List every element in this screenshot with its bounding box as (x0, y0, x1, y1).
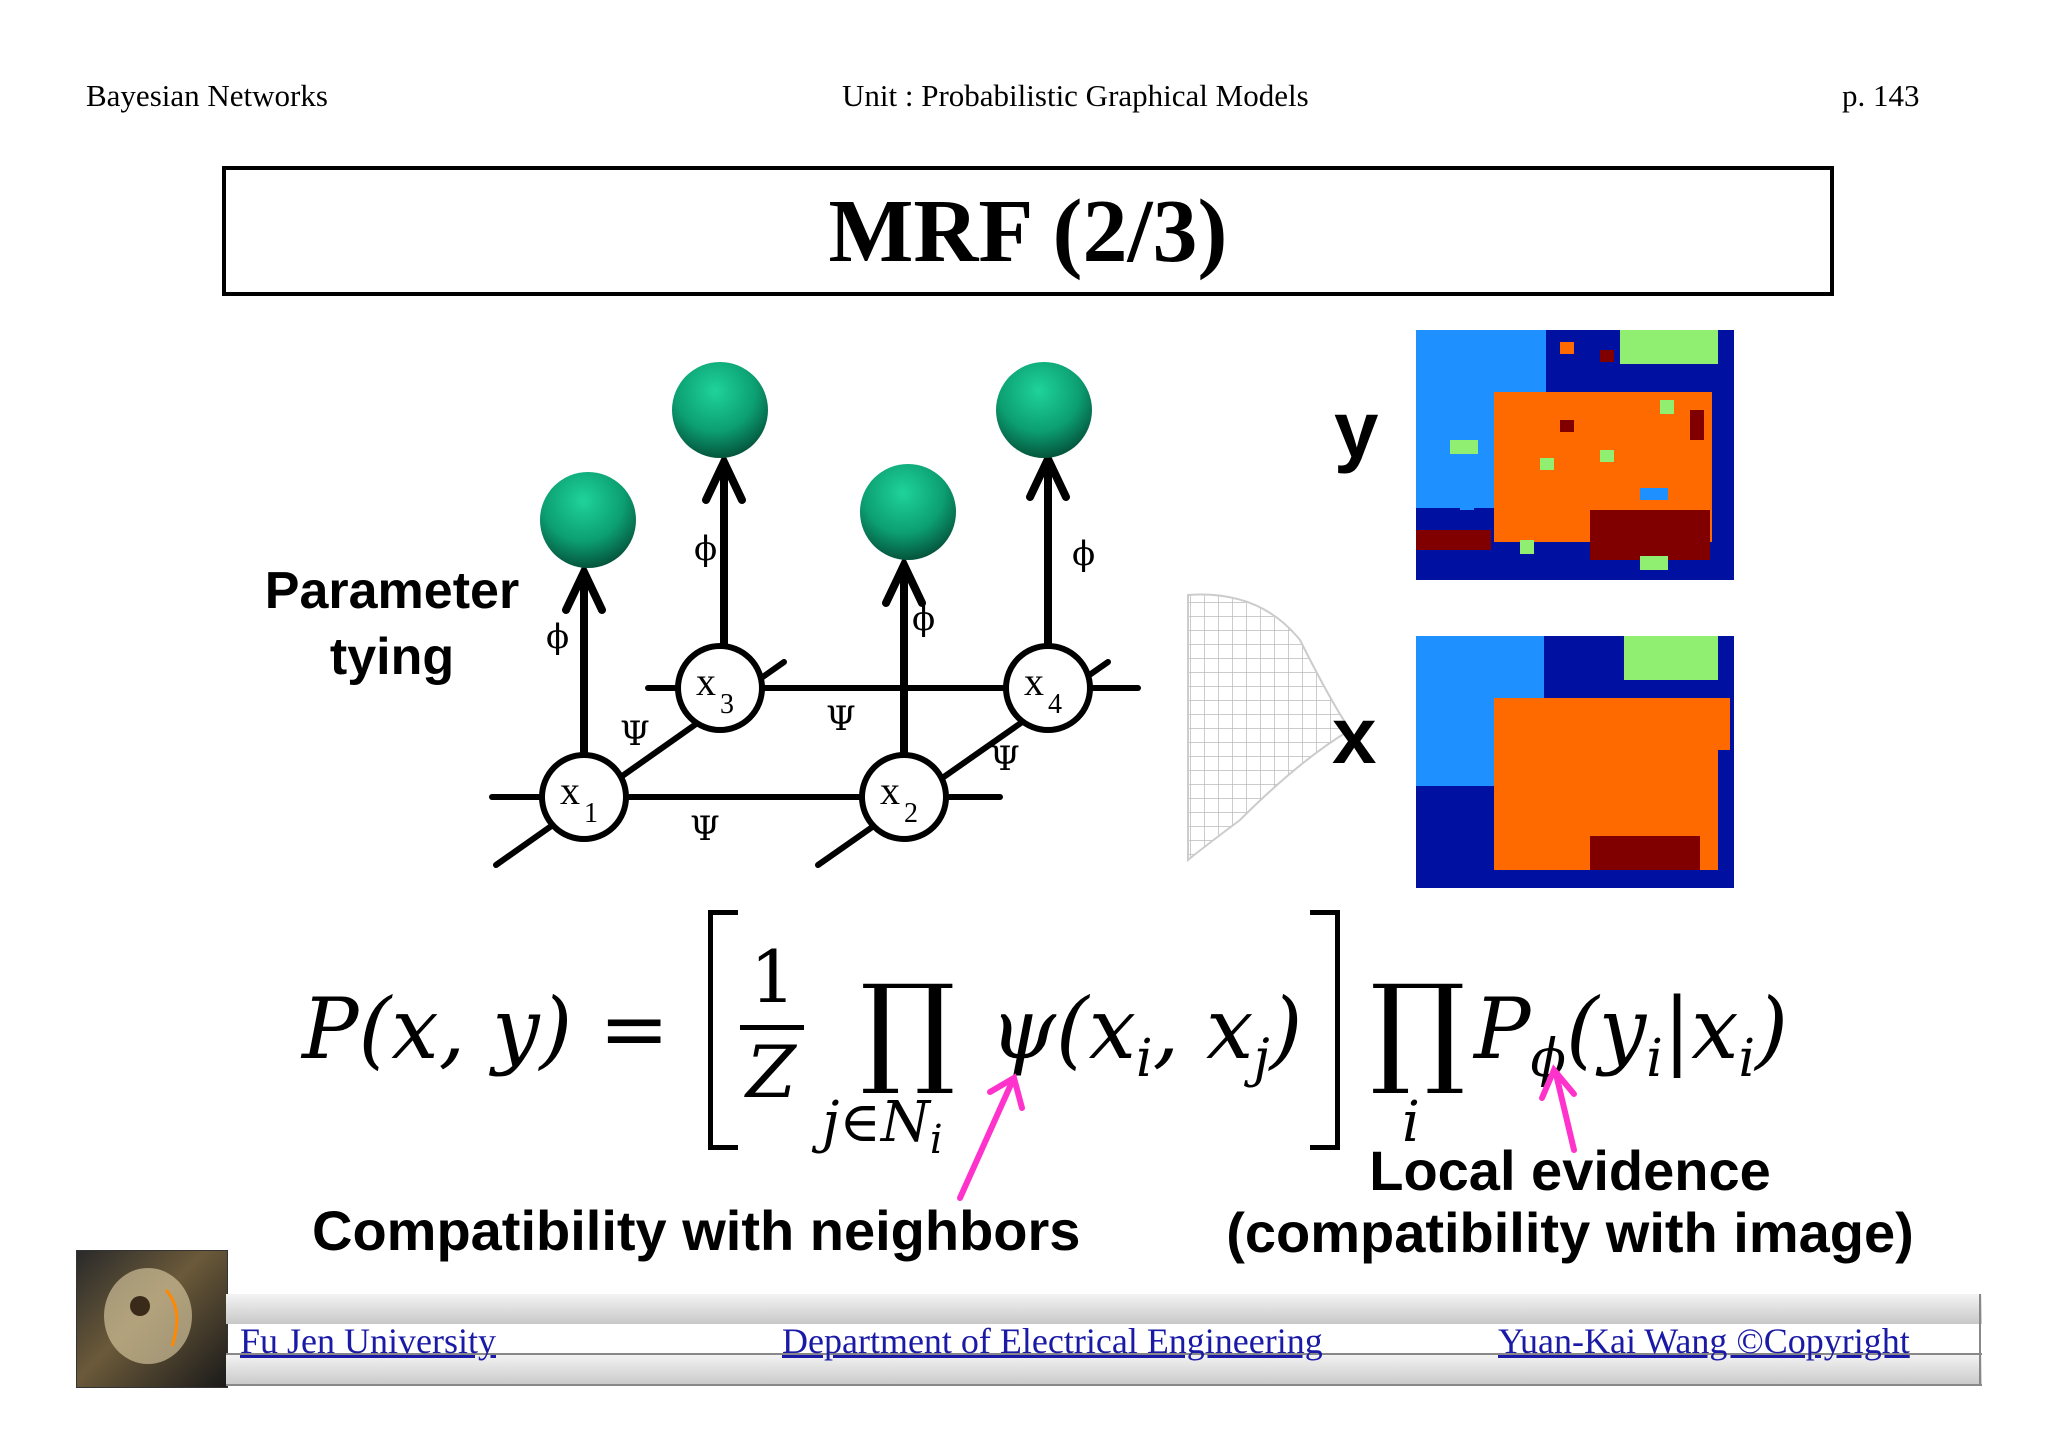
p-yi: i (1646, 1028, 1663, 1089)
p-close: ) (1755, 980, 1788, 1078)
image-label-y: y (1334, 385, 1379, 474)
svg-text:x: x (1024, 659, 1044, 704)
product-2-subscript: i (1402, 1090, 1420, 1155)
psi-term: ψ(xi, xj) (990, 980, 1302, 1089)
header-center: Unit : Probabilistic Graphical Models (842, 78, 1309, 113)
slide-title: MRF (2/3) (828, 181, 1228, 281)
footer-link-university[interactable]: Fu Jen University (240, 1321, 496, 1361)
frac-den: Z (746, 1030, 797, 1114)
annotation-local-evidence-line1: Local evidence (1369, 1139, 1771, 1202)
svg-text:3: 3 (720, 689, 734, 720)
prod1-sub-i: i (929, 1117, 943, 1164)
pink-arrow-evidence (1553, 1071, 1577, 1153)
psi-j: j (1253, 1028, 1270, 1089)
formula-lhs: P(x, y) = (302, 980, 670, 1078)
observed-node-y3 (672, 362, 768, 458)
psi-term-a: ψ(x (990, 980, 1137, 1078)
svg-text:x: x (880, 768, 900, 813)
footer-link-department[interactable]: Department of Electrical Engineering (782, 1321, 1323, 1361)
header-left: Bayesian Networks (86, 78, 328, 113)
bracket-left (708, 910, 738, 1150)
bracket-right (1310, 910, 1340, 1150)
annotation-local-evidence: Local evidence (compatibility with image… (1200, 1140, 1940, 1264)
product-symbol-2: ∏ (1370, 960, 1466, 1099)
frac-line (740, 1025, 804, 1030)
svg-text:x: x (696, 659, 716, 704)
image-x (1416, 636, 1734, 888)
psi-label: Ψ (690, 809, 720, 849)
product-1-subscript: j∈Ni (822, 1090, 943, 1163)
observed-node-y1 (540, 472, 636, 568)
hidden-node-x1 (539, 752, 629, 842)
footer-link-copyright[interactable]: Yuan-Kai Wang ©Copyright (1498, 1321, 1910, 1361)
hidden-node-x2 (859, 752, 949, 842)
psi-label: Ψ (826, 699, 856, 739)
page-number: p. 143 (1842, 78, 1920, 113)
phi-label: ϕ (1072, 534, 1095, 574)
title-box: MRF (2/3) (222, 166, 1834, 296)
p-rest: (y (1565, 980, 1647, 1078)
psi-close: ) (1269, 980, 1303, 1078)
skull-icon (104, 1268, 192, 1364)
p-xi: i (1738, 1028, 1756, 1089)
pink-arrow-neighbors (957, 1079, 1015, 1201)
parameter-tying-label: Parameter tying (252, 558, 532, 690)
observed-node-y2 (860, 464, 956, 560)
p-bar: |x (1662, 980, 1739, 1078)
image-y (1416, 330, 1734, 580)
psi-label: Ψ (620, 714, 650, 754)
psi-i: i (1136, 1028, 1153, 1089)
side-label-line2: tying (329, 628, 455, 686)
phi-label: ϕ (546, 617, 569, 657)
svg-text:2: 2 (904, 798, 918, 829)
side-label-line1: Parameter (264, 562, 520, 620)
hidden-node-x3 (675, 643, 765, 733)
p-term: P (1474, 980, 1531, 1078)
frac-num: 1 (750, 935, 796, 1019)
phi-label: ϕ (912, 599, 935, 639)
mesh-surface (1187, 593, 1352, 863)
annotation-neighbors: Compatibility with neighbors (312, 1199, 1081, 1262)
observed-node-y4 (996, 362, 1092, 458)
psi-mid: , x (1152, 980, 1254, 1078)
psi-label: Ψ (990, 739, 1020, 779)
footer-bar (226, 1294, 1982, 1386)
prod1-sub: j∈N (822, 1090, 930, 1155)
svg-text:x: x (560, 768, 580, 813)
hidden-node-x4 (1003, 643, 1093, 733)
image-label-x: x (1332, 691, 1377, 780)
svg-text:4: 4 (1048, 689, 1062, 720)
annotation-local-evidence-line2: (compatibility with image) (1226, 1201, 1914, 1264)
phi-label: ϕ (694, 529, 717, 569)
product-symbol-1: ∏ (860, 960, 956, 1099)
svg-text:1: 1 (584, 798, 598, 829)
